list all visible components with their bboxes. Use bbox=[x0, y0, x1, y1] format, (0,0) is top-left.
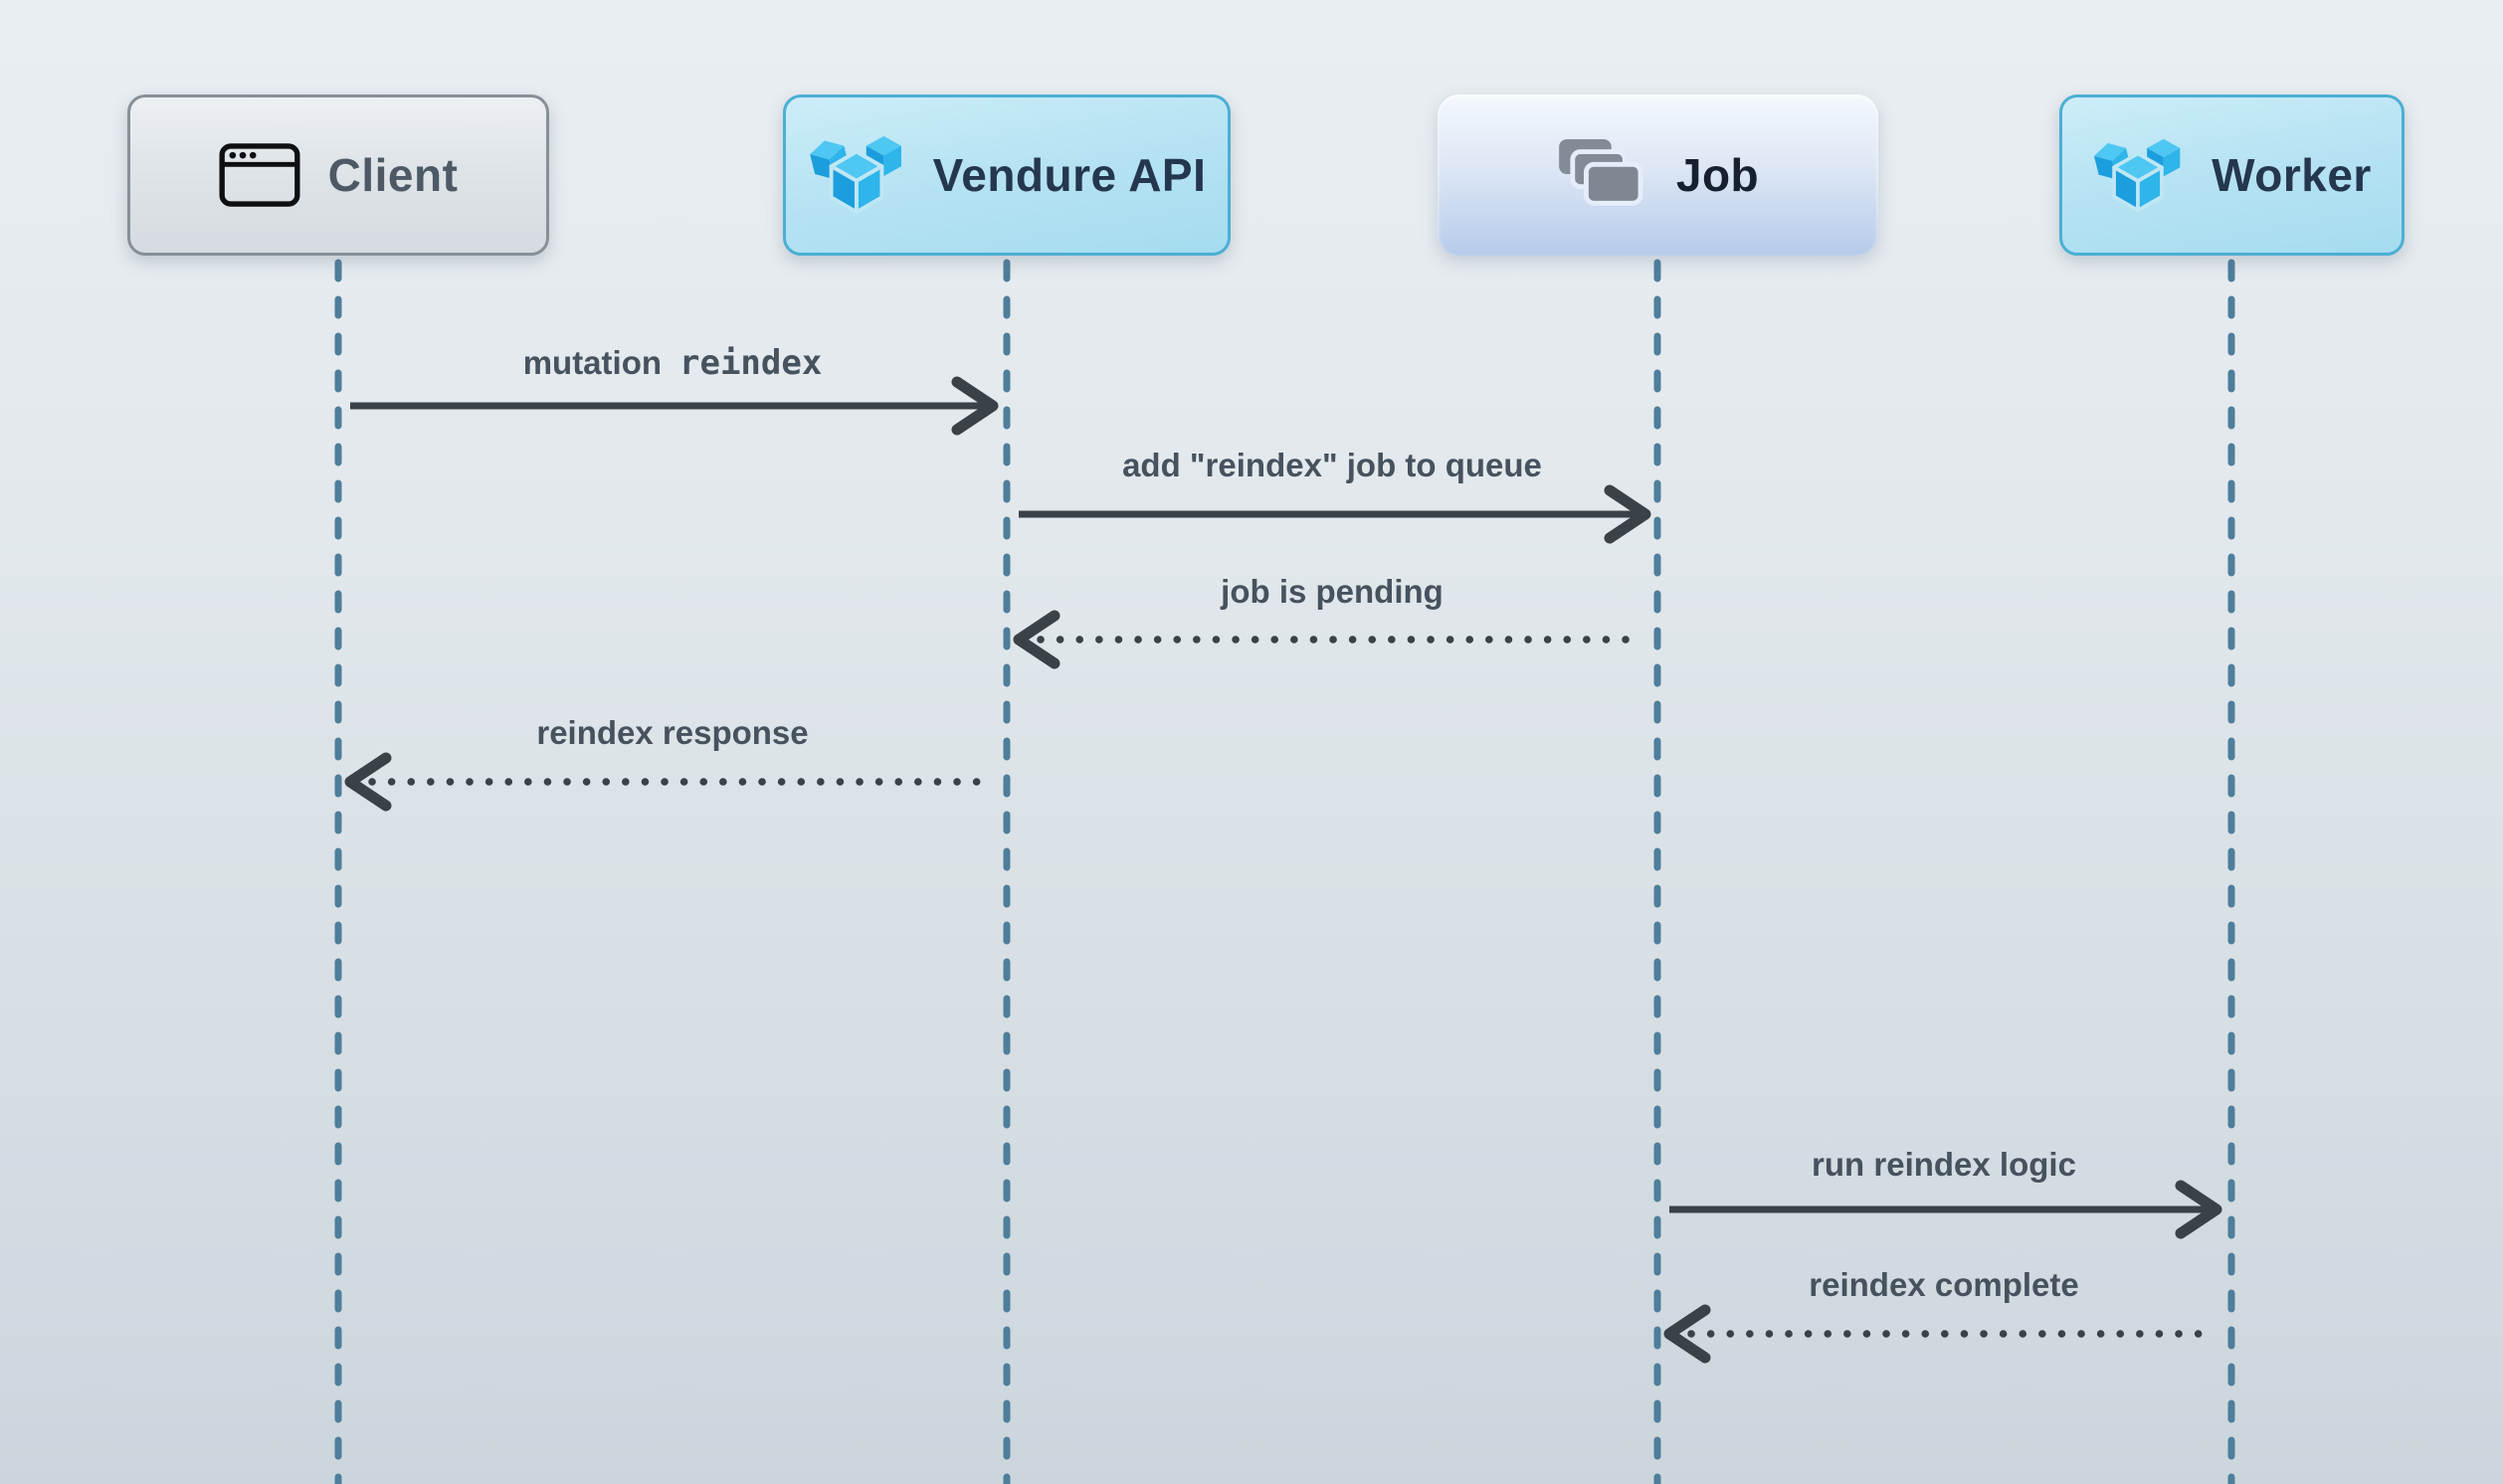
message-arrow-run-reindex-logic bbox=[1669, 1180, 2222, 1239]
message-label-mutation-reindex: mutation reindex bbox=[523, 344, 823, 382]
message-arrow-reindex-response bbox=[344, 752, 995, 812]
actor-box-vendure-api: Vendure API bbox=[783, 94, 1231, 256]
message-label-job-is-pending: job is pending bbox=[1221, 573, 1444, 611]
stacked-cards-icon bbox=[1559, 138, 1643, 206]
message-arrow-mutation-reindex bbox=[350, 376, 999, 436]
browser-window-icon bbox=[219, 143, 300, 207]
actor-label-job: Job bbox=[1675, 149, 1760, 201]
message-text: mutation bbox=[522, 344, 663, 381]
message-text: reindex complete bbox=[1809, 1266, 2079, 1303]
message-text: job is pending bbox=[1221, 573, 1444, 610]
actor-label-vendure-api: Vendure API bbox=[932, 149, 1207, 201]
actor-label-client: Client bbox=[327, 149, 459, 201]
message-text: run reindex logic bbox=[1812, 1146, 2076, 1183]
message-label-run-reindex-logic: run reindex logic bbox=[1812, 1146, 2076, 1184]
message-code-text: reindex bbox=[679, 343, 823, 383]
message-text: add "reindex" job to queue bbox=[1122, 447, 1542, 483]
message-arrow-add-job-to-queue bbox=[1019, 484, 1651, 544]
message-text: reindex response bbox=[536, 714, 809, 751]
vendure-logo-icon bbox=[809, 135, 901, 215]
vendure-logo-icon bbox=[2094, 138, 2181, 212]
actor-box-client: Client bbox=[127, 94, 549, 256]
actor-label-worker: Worker bbox=[2212, 149, 2372, 201]
message-arrow-job-is-pending bbox=[1013, 610, 1645, 669]
actor-box-worker: Worker bbox=[2059, 94, 2405, 256]
message-label-reindex-response: reindex response bbox=[536, 714, 808, 752]
actor-box-job: Job bbox=[1438, 94, 1878, 256]
message-label-add-job-to-queue: add "reindex" job to queue bbox=[1122, 447, 1542, 484]
message-arrow-reindex-complete bbox=[1663, 1304, 2216, 1364]
message-label-reindex-complete: reindex complete bbox=[1809, 1266, 2078, 1304]
